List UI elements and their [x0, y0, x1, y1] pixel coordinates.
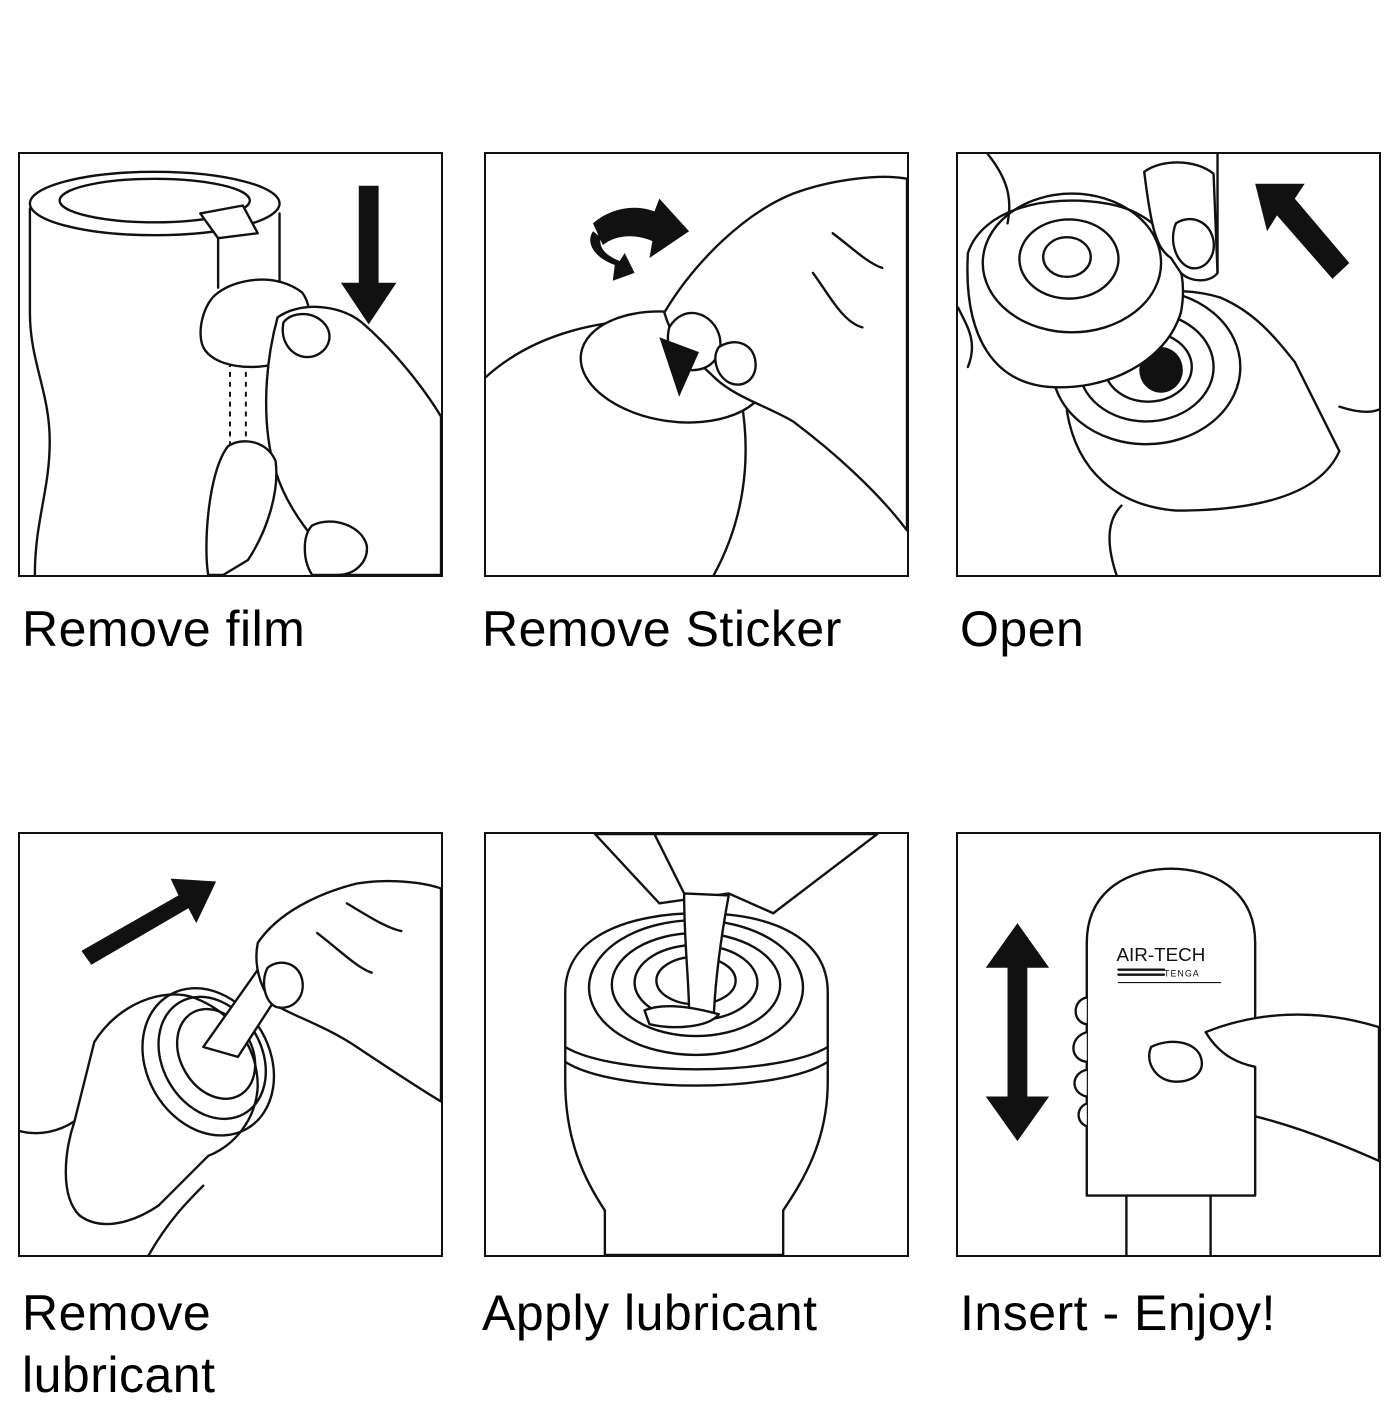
rotate-arrow-icon: [593, 199, 689, 258]
down-arrow-icon: [341, 186, 396, 325]
step-4-caption: Remove lubricant: [22, 1282, 216, 1406]
step-3-panel: [956, 152, 1381, 577]
diagonal-arrow-icon: [1255, 184, 1349, 279]
step-5-caption: Apply lubricant: [482, 1282, 817, 1344]
open-illustration: [958, 154, 1379, 575]
step-6-panel: AIR-TECH TENGA: [956, 832, 1381, 1257]
step-6-caption: Insert - Enjoy!: [960, 1282, 1276, 1344]
step-4-panel: [18, 832, 443, 1257]
insert-illustration: AIR-TECH TENGA: [958, 834, 1379, 1255]
up-down-arrow-icon: [986, 923, 1049, 1141]
step-2-caption: Remove Sticker: [482, 598, 842, 660]
diagonal-arrow-icon: [81, 879, 216, 965]
fingernail: [283, 314, 330, 357]
remove-film-illustration: [20, 154, 441, 575]
product-brand-label: AIR-TECH: [1116, 944, 1205, 965]
cup-outline-left: [30, 208, 50, 575]
thumb: [1149, 1042, 1202, 1082]
lubricant-pouch: [595, 834, 877, 913]
apply-lubricant-illustration: [486, 834, 907, 1255]
step-5-panel: [484, 832, 909, 1257]
step-2-panel: [484, 152, 909, 577]
step-1-panel: [18, 152, 443, 577]
step-3-caption: Open: [960, 598, 1084, 660]
remove-sticker-illustration: [486, 154, 907, 575]
thumb: [264, 963, 303, 1008]
product-maker-label: TENGA: [1164, 969, 1200, 979]
remove-lubricant-illustration: [20, 834, 441, 1255]
step-1-caption: Remove film: [22, 598, 305, 660]
